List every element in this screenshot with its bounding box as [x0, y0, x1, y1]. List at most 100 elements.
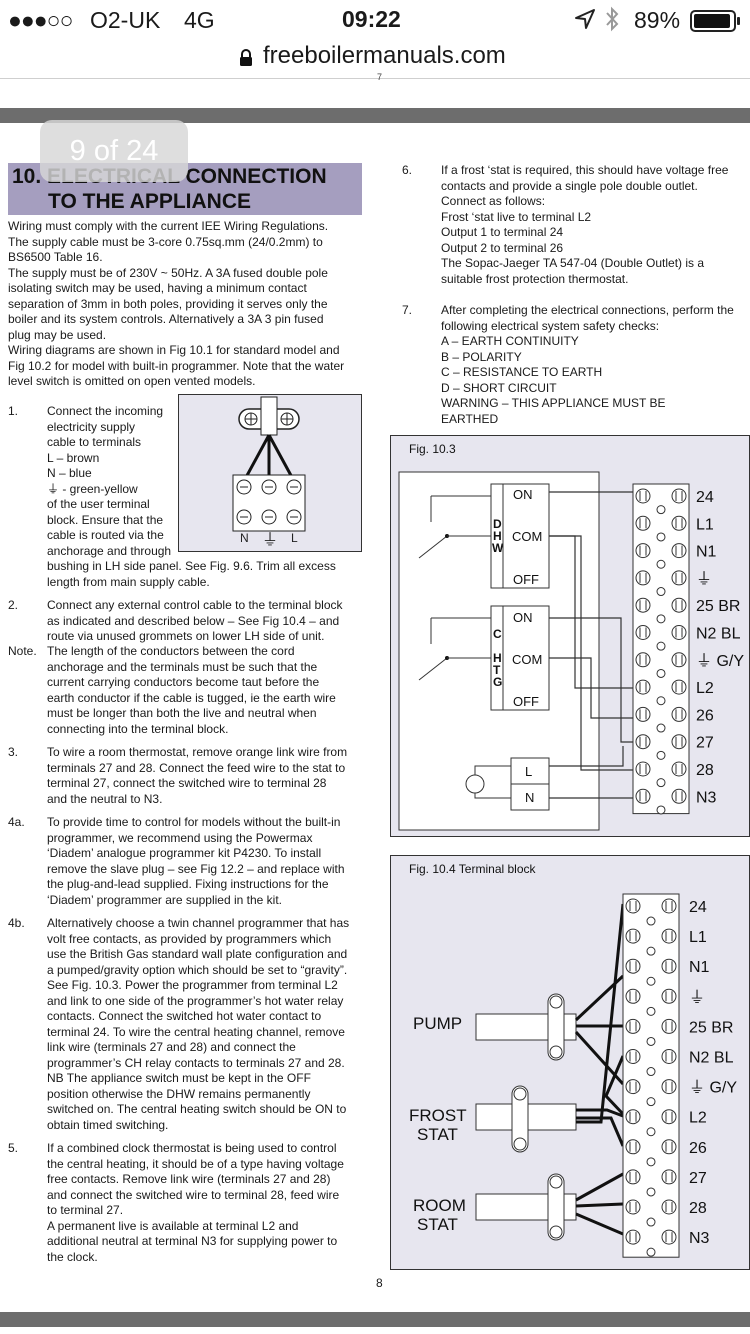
item-number: 5. — [8, 1141, 19, 1155]
status-bar: ●●●○○ O2-UK 4G 09:22 89% — [0, 0, 750, 40]
screw-icon — [625, 1229, 641, 1245]
chtg-letter-c: C — [493, 627, 502, 641]
terminal-label: ⏚ G/Y — [689, 1079, 737, 1097]
terminal-label: N3 — [696, 789, 717, 806]
screw-icon — [671, 761, 687, 777]
screw-icon — [671, 570, 687, 586]
item-number: 4a. — [8, 815, 25, 829]
screw-icon — [635, 543, 651, 559]
page-number: 8 — [376, 1276, 383, 1290]
screw-icon — [635, 788, 651, 804]
screw-icon — [661, 1049, 677, 1064]
screw-icon — [625, 898, 641, 914]
terminal-label: 27 — [696, 735, 714, 752]
screw-icon — [671, 679, 687, 695]
screw-icon — [671, 652, 687, 668]
figure-caption: Fig. 10.3 — [409, 442, 456, 456]
item-text-continued: bushing in LH side panel. See Fig. 9.6. … — [47, 559, 336, 589]
screw-icon — [661, 898, 677, 914]
screw-icon — [661, 1229, 677, 1245]
room-stat-line2: STAT — [417, 1215, 458, 1234]
url-text[interactable]: freeboilermanuals.com — [263, 42, 506, 69]
item-text: If a combined clock thermostat is being … — [47, 1141, 344, 1264]
address-bar[interactable]: freeboilermanuals.com — [0, 40, 750, 80]
screw-icon — [635, 515, 651, 531]
item-text: If a frost ‘stat is required, this shoul… — [441, 163, 729, 286]
item-number: 1. — [8, 404, 19, 418]
item-number: 4b. — [8, 916, 25, 930]
screw-icon — [661, 1199, 677, 1215]
item-number: 7. — [402, 303, 413, 317]
terminal-label: ⏚ — [696, 570, 712, 588]
toolbar-divider — [0, 78, 750, 79]
dhw-off-label: OFF — [513, 572, 539, 587]
dhw-on-label: ON — [513, 487, 533, 502]
screw-icon — [625, 988, 641, 1004]
figure-caption: Fig. 10.4 Terminal block — [409, 862, 536, 876]
terminal-label: ⏚ G/Y — [696, 652, 744, 670]
terminal-label: ⏚ — [689, 988, 705, 1006]
item-number: 3. — [8, 745, 19, 759]
signal-strength-icon: ●●●○○ — [8, 7, 73, 33]
lock-icon — [239, 46, 253, 74]
screw-icon — [661, 1139, 677, 1155]
chtg-letter-g: G — [493, 675, 502, 689]
screw-icon — [625, 958, 641, 974]
item-text: To wire a room thermostat, remove orange… — [47, 745, 348, 806]
supply-cable-diagram: N ⏚ L — [178, 394, 362, 552]
item-text: Connect any external control cable to th… — [47, 598, 343, 643]
screw-icon — [661, 1018, 677, 1034]
pump-label: PUMP — [413, 1014, 462, 1033]
screw-icon — [625, 1169, 641, 1185]
item-number: 2. — [8, 598, 19, 612]
item-text: Connect the incoming electricity supply … — [47, 404, 172, 558]
frost-stat-line1: FROST — [409, 1106, 467, 1125]
screw-icon — [635, 652, 651, 668]
screw-icon — [671, 734, 687, 750]
screw-icon — [661, 1109, 677, 1125]
page-separator-top — [0, 108, 750, 123]
screw-icon — [625, 1079, 641, 1095]
terminal-label: L2 — [689, 1110, 707, 1127]
screw-icon — [625, 1199, 641, 1215]
screw-icon — [671, 706, 687, 722]
item-text: After completing the electrical connecti… — [441, 303, 734, 426]
terminal-label: L1 — [696, 516, 714, 533]
screw-icon — [661, 958, 677, 974]
screw-icon — [661, 1079, 677, 1095]
intro-paragraph: Wiring must comply with the current IEE … — [8, 219, 345, 388]
screw-icon — [661, 928, 677, 944]
clock: 09:22 — [342, 6, 401, 32]
chtg-com-label: COM — [512, 652, 542, 667]
terminal-label: 28 — [689, 1200, 707, 1217]
network-type: 4G — [184, 7, 215, 33]
location-arrow-icon — [574, 8, 596, 36]
fig1-label-l: L — [291, 531, 298, 545]
supply-n-label: N — [525, 790, 534, 805]
dhw-letter-h: H — [493, 529, 502, 543]
battery-percent: 89% — [634, 7, 681, 33]
room-stat-line1: ROOM — [413, 1196, 466, 1215]
chtg-off-label: OFF — [513, 694, 539, 709]
terminal-label: 26 — [696, 707, 714, 724]
terminal-label: 26 — [689, 1140, 707, 1157]
supply-l-label: L — [525, 764, 532, 779]
section-title-line2: TO THE APPLIANCE — [48, 190, 252, 213]
terminal-label: N2 BL — [689, 1050, 734, 1067]
screw-icon — [661, 988, 677, 1004]
chtg-letter-t: T — [493, 663, 501, 677]
screw-icon — [625, 928, 641, 944]
terminal-label: 27 — [689, 1170, 707, 1187]
screw-icon — [671, 488, 687, 504]
screw-icon — [635, 488, 651, 504]
screw-icon — [635, 570, 651, 586]
figure-10-3-programmer-wiring: Fig. 10.3 D H W ON COM OFF C H T G ON CO… — [390, 435, 750, 837]
item-text: The length of the conductors between the… — [47, 644, 336, 736]
battery-icon — [690, 10, 742, 38]
item-number: 6. — [402, 163, 413, 177]
screw-icon — [671, 597, 687, 613]
chtg-letter-h: H — [493, 651, 502, 665]
terminal-label: N2 BL — [696, 626, 741, 643]
